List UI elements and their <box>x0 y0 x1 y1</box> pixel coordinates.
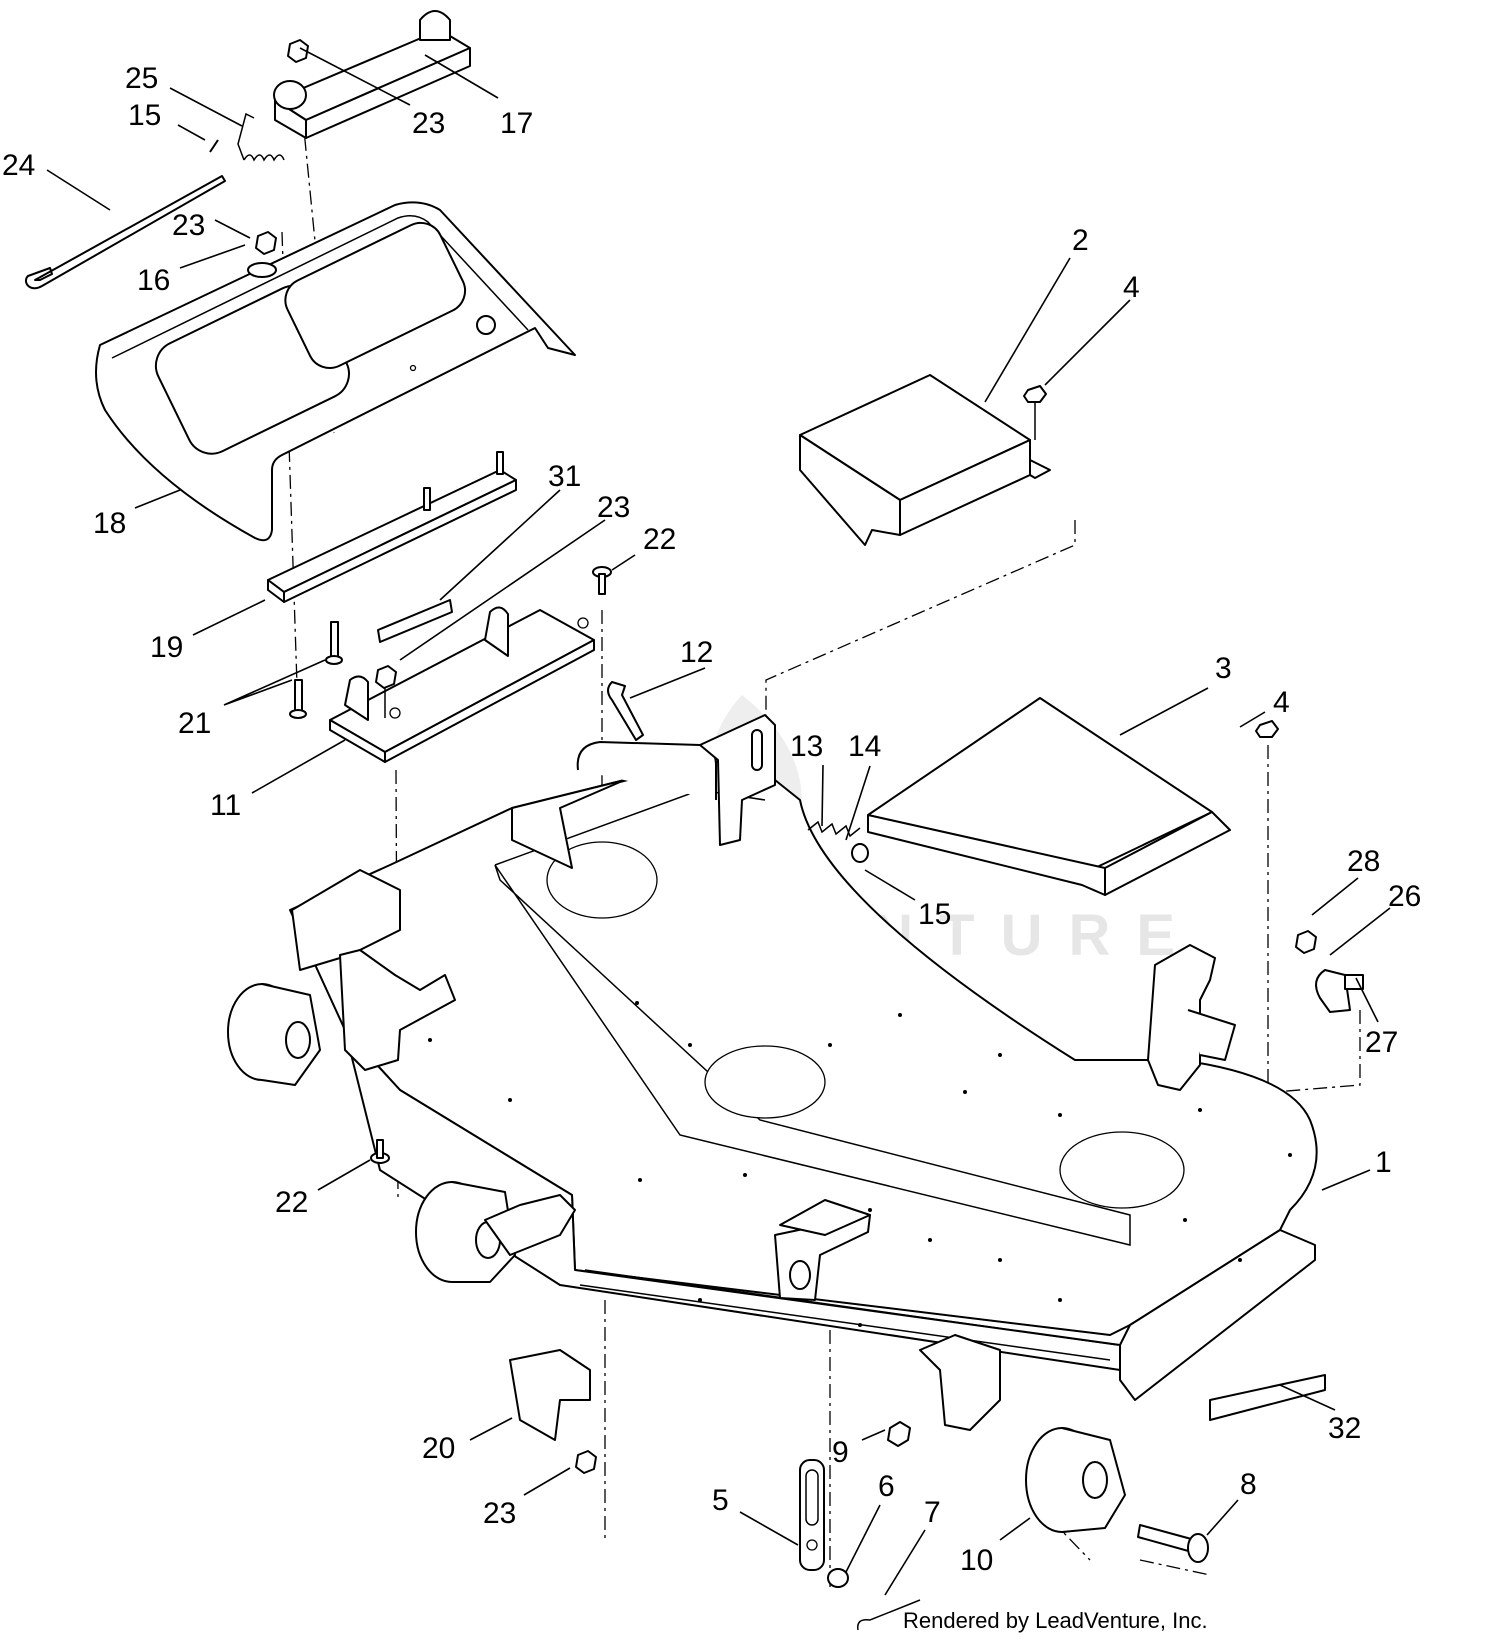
spacer-9 <box>887 1421 911 1447</box>
callout-26: 26 <box>1388 880 1421 913</box>
height-adjust-link-5 <box>799 1459 825 1571</box>
callout-27: 27 <box>1365 1026 1398 1059</box>
callout-1: 1 <box>1375 1146 1392 1179</box>
nut-28 <box>1295 930 1317 954</box>
leader-lines <box>46 47 1391 1596</box>
callout-32: 32 <box>1328 1412 1361 1445</box>
callout-19: 19 <box>150 631 183 664</box>
callout-4-top: 4 <box>1123 271 1140 304</box>
callout-21: 21 <box>178 707 211 740</box>
compression-spring-13 <box>807 820 861 838</box>
decal-32 <box>1209 1374 1326 1421</box>
lock-nut-23-bottom <box>575 1450 597 1474</box>
callout-labels: 25 15 24 23 17 23 16 18 2 4 31 23 22 19 … <box>2 62 1421 1577</box>
mounting-plate-19 <box>267 451 517 603</box>
carriage-bolt-22-bottom <box>370 1139 390 1164</box>
callout-17: 17 <box>500 107 533 140</box>
hair-pin-7 <box>857 1599 921 1631</box>
callout-13: 13 <box>790 730 823 763</box>
credit-text: Rendered by LeadVenture, Inc. <box>903 1608 1208 1633</box>
lock-nut-23-plate <box>375 665 397 718</box>
callout-8: 8 <box>1240 1468 1257 1501</box>
callout-7: 7 <box>924 1496 941 1529</box>
decal-31 <box>377 599 453 643</box>
callout-28: 28 <box>1347 845 1380 878</box>
callout-22-top: 22 <box>643 523 676 556</box>
callout-23-top-bracket: 23 <box>412 107 445 140</box>
carriage-bolt-22-top <box>592 566 612 595</box>
flange-screw-4-a <box>1023 385 1047 440</box>
callout-15-spring: 15 <box>918 898 951 931</box>
callout-23-cover: 23 <box>172 209 205 242</box>
carriage-bolts-21 <box>289 621 343 719</box>
callout-18: 18 <box>93 507 126 540</box>
wheel-10 <box>1025 1427 1126 1533</box>
side-pivot-block-left <box>291 869 456 1071</box>
callout-23-bottom: 23 <box>483 1497 516 1530</box>
callout-22-bottom: 22 <box>275 1186 308 1219</box>
anti-scalp-bracket-front <box>774 1199 871 1301</box>
callout-2: 2 <box>1072 224 1089 257</box>
anti-scalp-bracket-right <box>1147 944 1236 1091</box>
wheel-bracket-front-right <box>919 1334 1001 1431</box>
callout-12: 12 <box>680 636 713 669</box>
deflector-bracket-20 <box>509 1349 591 1441</box>
flange-screw-4-b <box>1255 720 1279 738</box>
lift-rod-24 <box>24 175 226 290</box>
wheel-left-rear <box>227 983 321 1086</box>
idler-arm-bracket-left <box>699 714 776 846</box>
belt-cover-3 <box>867 697 1231 896</box>
callout-11: 11 <box>210 789 241 822</box>
shoulder-bolt-8 <box>1137 1524 1209 1563</box>
grease-fitting-26 <box>1315 969 1364 1013</box>
hair-pin-15 <box>209 139 219 153</box>
callout-24: 24 <box>2 149 35 182</box>
wheel-left-front <box>415 1181 576 1283</box>
callout-31: 31 <box>548 460 581 493</box>
washer-16 <box>247 262 277 278</box>
callout-16: 16 <box>137 264 170 297</box>
pivot-mount-plate-11 <box>329 606 595 763</box>
callout-3: 3 <box>1215 652 1232 685</box>
washer-6 <box>827 1568 849 1588</box>
washer-14 <box>851 843 869 863</box>
lock-nut-23-cover <box>255 231 277 255</box>
deck-cover-18 <box>95 201 576 542</box>
spring-25 <box>237 112 285 162</box>
lock-nut-23-top <box>287 39 309 63</box>
callout-15-top: 15 <box>128 99 161 132</box>
callout-6: 6 <box>878 1470 895 1503</box>
callout-9: 9 <box>832 1436 849 1469</box>
callout-14: 14 <box>848 730 881 763</box>
callout-20: 20 <box>422 1432 455 1465</box>
belt-cover-2 <box>799 374 1051 546</box>
callout-10: 10 <box>960 1544 993 1577</box>
rod-12 <box>607 681 644 741</box>
callout-25: 25 <box>125 62 158 95</box>
callout-23-plate: 23 <box>597 491 630 524</box>
callout-5: 5 <box>712 1484 729 1517</box>
callout-4-right: 4 <box>1273 686 1290 719</box>
